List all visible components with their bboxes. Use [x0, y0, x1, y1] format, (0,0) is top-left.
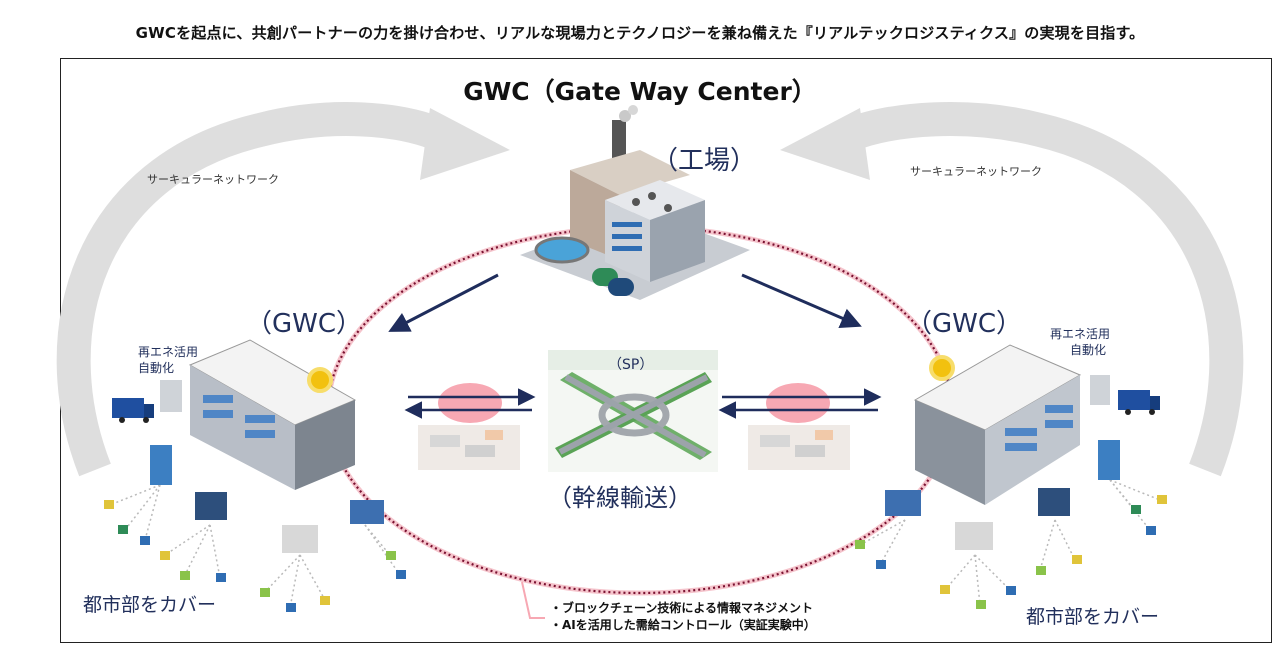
right-network-label: サーキュラーネットワーク [910, 165, 1042, 178]
expressway-interchange-illustration [548, 350, 718, 472]
truck-icon [1118, 390, 1160, 415]
factory-label: （工場） [652, 146, 757, 176]
right-cover-label: 都市部をカバー [1026, 606, 1160, 628]
right-city-cluster [859, 479, 1161, 606]
circular-arrow-right [780, 102, 1244, 477]
sp-label: （SP） [608, 357, 654, 373]
left-city-cluster [109, 484, 401, 609]
right-gwc-label: （GWC） [906, 309, 1023, 339]
note-blockchain: ・ブロックチェーン技術による情報マネジメント [550, 601, 814, 615]
left-gwc-label: （GWC） [246, 309, 363, 339]
truck-icon [112, 398, 154, 423]
diagram-title: GWC（Gate Way Center） [463, 77, 817, 106]
left-network-label: サーキュラーネットワーク [147, 173, 279, 186]
right-feature-renewable: 再エネ活用 [1050, 327, 1111, 341]
notes-callout-line [521, 581, 545, 619]
arrow-factory-to-right-gwc [741, 273, 862, 328]
right-gwc-building [913, 344, 1160, 505]
right-feature-automation: 自動化 [1070, 343, 1107, 357]
right-trunk-connection [718, 383, 882, 470]
left-trunk-connection [404, 383, 536, 470]
left-gwc-building [112, 339, 357, 490]
factory-illustration [520, 105, 750, 300]
right-city-buildings [855, 440, 1167, 609]
circular-arrow-left [56, 102, 510, 477]
left-cover-label: 都市部をカバー [83, 594, 217, 616]
note-ai-control: ・AIを活用した需給コントロール（実証実験中） [550, 618, 816, 632]
left-feature-renewable: 再エネ活用 [138, 345, 199, 359]
arrow-factory-to-left-gwc [388, 273, 499, 332]
left-city-buildings [104, 445, 406, 612]
headline: GWCを起点に、共創パートナーの力を掛け合わせ、リアルな現場力とテクノロジーを兼… [135, 24, 1145, 42]
trunk-transport-label: （幹線輸送） [548, 484, 692, 512]
left-feature-automation: 自動化 [138, 361, 175, 375]
